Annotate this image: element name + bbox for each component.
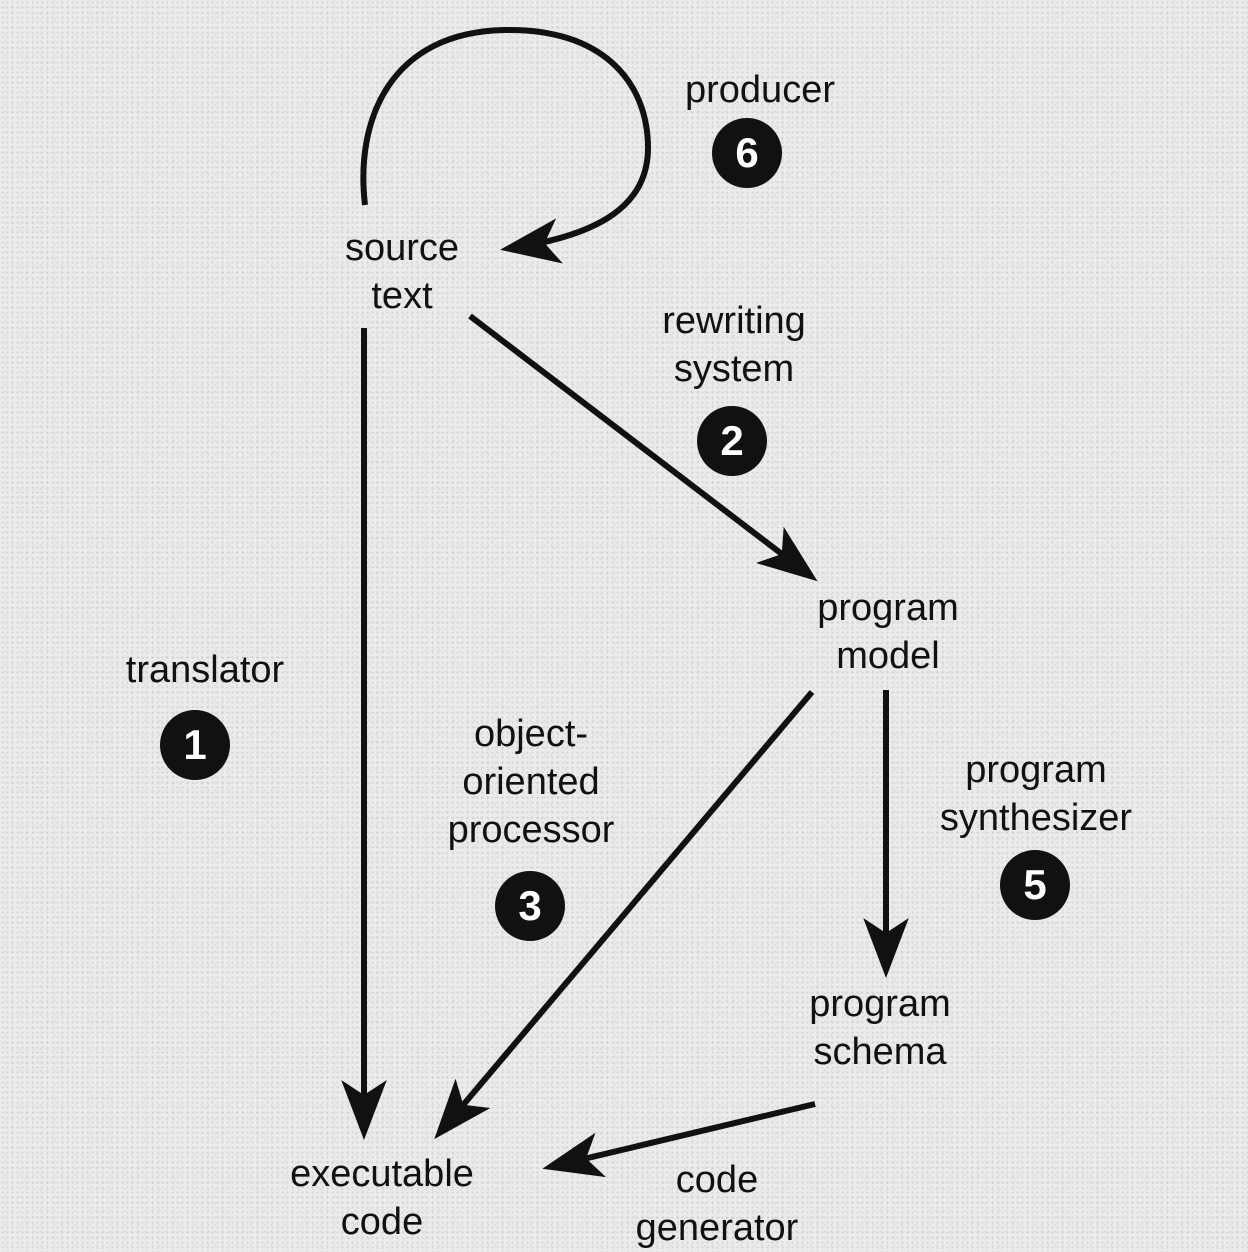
arrow-object-oriented-processor	[434, 690, 815, 1140]
node-source-text-line2: text	[371, 275, 433, 317]
node-executable-code-line1: executable	[290, 1153, 474, 1195]
node-program-schema-line1: program	[809, 983, 951, 1025]
badge-rewriting-system-2: 2	[697, 406, 767, 476]
node-program-model-line1: program	[817, 587, 959, 629]
label-rewriting-system-line2: system	[673, 348, 795, 390]
badge-object-oriented-processor-3: 3	[495, 871, 565, 941]
label-translator: translator	[125, 649, 285, 691]
label-oop-line1: object-	[473, 713, 589, 755]
node-program-model-line2: model	[836, 635, 940, 677]
badge-producer-6: 6	[712, 118, 782, 188]
node-source-text-line1: source	[344, 227, 460, 269]
label-code-generator-line1: code	[675, 1159, 759, 1201]
badge-program-synthesizer-5: 5	[1000, 850, 1070, 920]
label-rewriting-system: rewriting system	[636, 297, 832, 393]
node-program-model: program model	[798, 584, 978, 680]
label-code-generator-line2: generator	[635, 1207, 799, 1249]
label-oop-line3: processor	[447, 809, 615, 851]
node-executable-code-line2: code	[340, 1201, 424, 1243]
label-program-synthesizer: program synthesizer	[916, 746, 1156, 842]
badge-translator-1: 1	[160, 710, 230, 780]
label-rewriting-system-line1: rewriting	[662, 300, 806, 342]
node-executable-code: executable code	[262, 1150, 502, 1246]
label-oop-line2: oriented	[462, 761, 600, 803]
node-source-text: source text	[322, 224, 482, 320]
node-program-schema: program schema	[788, 980, 972, 1076]
label-program-synthesizer-line1: program	[965, 749, 1107, 791]
arrow-code-generator	[542, 1101, 816, 1178]
label-code-generator: code generator	[610, 1156, 824, 1252]
label-producer: producer	[685, 69, 835, 111]
arrow-producer-loop	[360, 26, 652, 264]
label-object-oriented-processor: object- oriented processor	[424, 710, 638, 854]
diagram-canvas	[341, 26, 909, 1178]
arrow-rewriting-system	[468, 313, 818, 582]
label-program-synthesizer-line2: synthesizer	[939, 797, 1133, 839]
node-program-schema-line2: schema	[813, 1031, 947, 1073]
